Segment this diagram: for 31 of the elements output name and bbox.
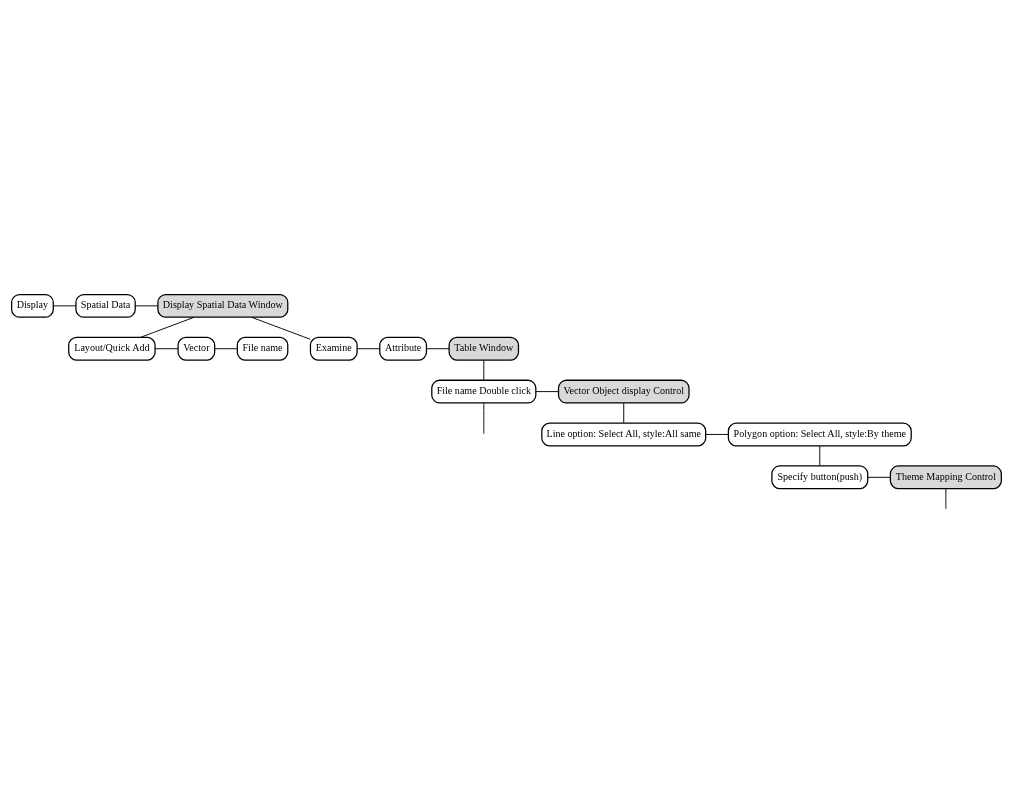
connector xyxy=(52,305,76,307)
connector xyxy=(535,391,559,393)
connector xyxy=(704,434,729,435)
node-box: Spatial Data xyxy=(74,293,136,318)
node-box: Display xyxy=(10,293,54,318)
connector xyxy=(866,476,891,478)
node-box: Vector Object display Control xyxy=(557,379,690,404)
connector xyxy=(482,359,484,381)
connector xyxy=(944,488,946,510)
node-box: Polygon option: Select All, style:By theme xyxy=(727,422,912,447)
connector xyxy=(425,348,449,350)
node-box: Vector xyxy=(176,336,215,361)
node-box: Line option: Select All, style:All same xyxy=(540,422,706,447)
connector xyxy=(134,305,158,307)
connector xyxy=(356,348,380,350)
connector xyxy=(818,445,820,467)
connector xyxy=(250,316,311,340)
connector xyxy=(154,348,178,350)
connector xyxy=(622,402,624,424)
node-box: Examine xyxy=(309,336,358,361)
node-box: Layout/Quick Add xyxy=(67,336,156,361)
node-box: Table Window xyxy=(448,336,519,361)
connector xyxy=(482,402,484,435)
node-box: Theme Mapping Control xyxy=(889,465,1002,490)
node-box: File name xyxy=(236,336,288,361)
node-box: File name Double click xyxy=(430,379,536,404)
node-box: Attribute xyxy=(378,336,427,361)
connector xyxy=(213,348,238,350)
connector xyxy=(139,316,194,338)
node-box: Specify button(push) xyxy=(770,465,868,490)
node-box: Display Spatial Data Window xyxy=(156,293,288,318)
